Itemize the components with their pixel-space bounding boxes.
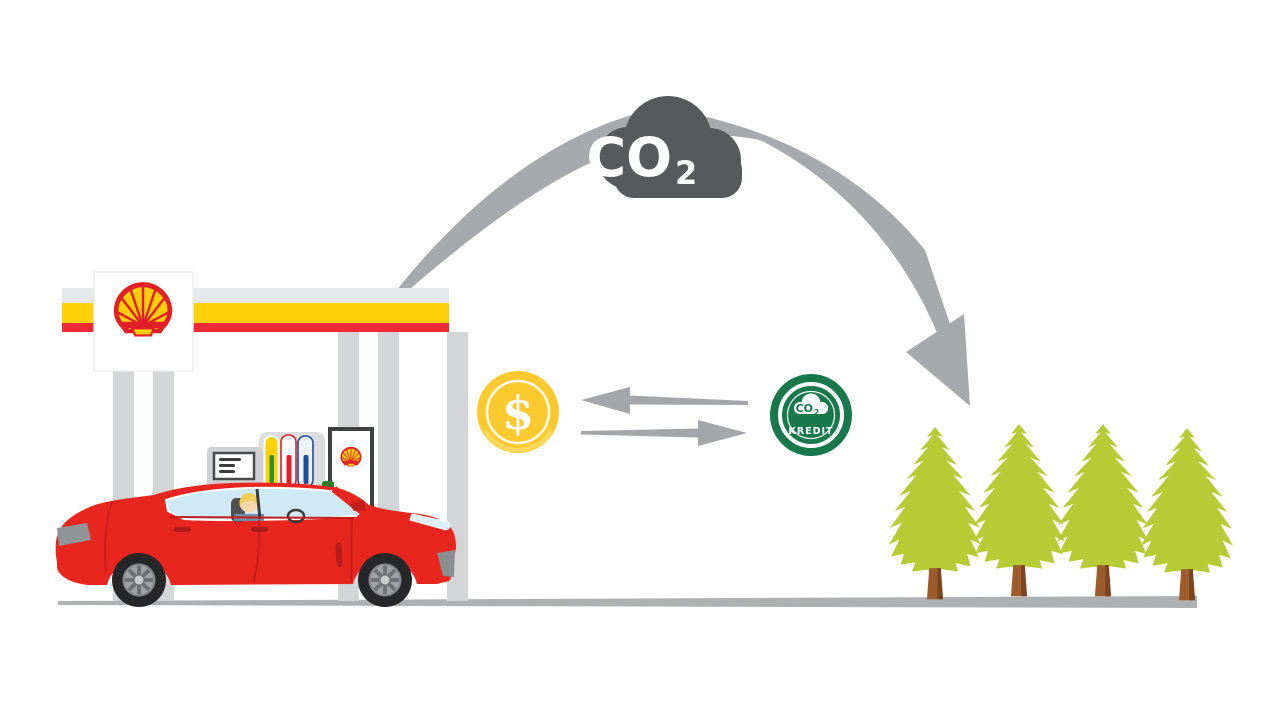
co2-credit-badge-icon: CO 2 KREDIT: [770, 374, 852, 456]
ground-line: [58, 596, 1197, 608]
exchange-group: $ CO 2 KREDIT: [477, 371, 852, 456]
headlight: [409, 513, 451, 531]
badge-co2-subscript: 2: [814, 408, 819, 417]
exchange-arrow-left-icon: [581, 387, 748, 414]
exchange-arrow-right-icon: [581, 420, 747, 446]
pump-nozzle-holders: [263, 434, 314, 488]
door-handle: [251, 527, 268, 532]
pump-display-lines: [219, 458, 241, 473]
tree-icon: [1141, 428, 1233, 601]
driver-hair: [239, 492, 259, 506]
dollar-coin-icon: $: [477, 371, 559, 453]
car-b-pillar: [255, 488, 262, 520]
front-bumper-detail: [437, 550, 455, 577]
car-icon: [55, 482, 456, 609]
tree-icon: [889, 427, 981, 600]
tree-icon: [973, 424, 1065, 597]
taillight: [57, 523, 91, 546]
badge-cloud-icon: [794, 393, 828, 414]
trees-group: [889, 424, 1233, 601]
door-seams: [104, 501, 353, 584]
shell-sign-board: [93, 271, 194, 372]
co2-cloud-icon: CO 2: [586, 96, 742, 198]
door-handle: [174, 527, 191, 532]
badge-co2-text: CO: [796, 402, 813, 415]
fender-vent: [335, 543, 343, 567]
emission-arc-arrow-icon: [396, 108, 970, 406]
car-wheel-front: [356, 551, 414, 609]
side-mirror: [349, 500, 366, 511]
pump-display-screen: [212, 451, 256, 481]
cloud-co2-subscript: 2: [675, 154, 697, 192]
steering-wheel: [286, 508, 306, 524]
window-trim: [169, 516, 355, 519]
tree-icon: [1057, 424, 1149, 597]
badge-kredit-text: KREDIT: [788, 426, 833, 437]
cloud-co2-text: CO: [586, 126, 672, 189]
car-wheel-rear: [110, 551, 168, 609]
coin-dollar-text: $: [502, 386, 534, 440]
